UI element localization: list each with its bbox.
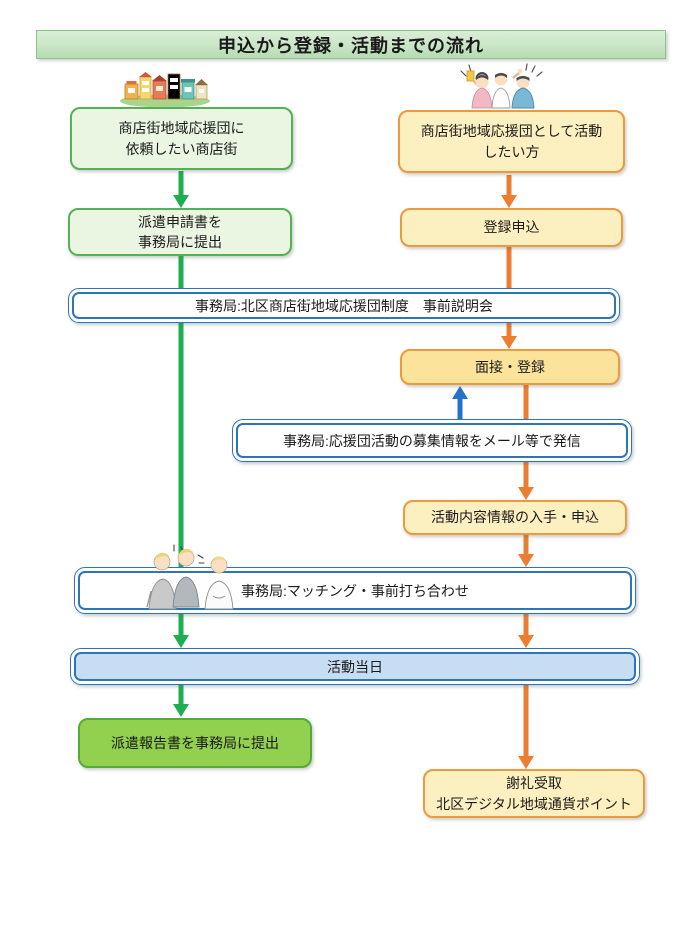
arrow-shaft	[506, 175, 512, 197]
arrow-shaft	[178, 256, 184, 637]
box-briefing: 事務局:北区商店街地域応援団制度 事前説明会	[68, 288, 620, 323]
box-text: 派遣申請書を 事務局に提出	[138, 212, 222, 253]
arrow-shaft	[178, 685, 184, 706]
box-label: 事務局:マッチング・事前打ち合わせ	[241, 582, 469, 599]
arrow-head-icon	[501, 195, 517, 208]
arrow-orange-matching-to-activity-day	[518, 614, 534, 648]
arrow-shaft	[523, 614, 529, 637]
box-line1: 謝礼受取	[505, 775, 562, 792]
arrow-green-shotengai-to-dispatch	[173, 171, 189, 208]
box-registration-apply: 登録申込	[400, 208, 623, 247]
box-label: 面接・登録	[475, 358, 545, 375]
box-interview: 面接・登録	[400, 349, 620, 385]
meeting-people-icon	[146, 544, 234, 610]
arrow-green-dispatch-to-activity-day	[173, 256, 189, 648]
cheering-people-illustration	[455, 63, 545, 115]
box-shotengai-actor: 商店街地域応援団に 依頼したい商店街	[70, 107, 293, 170]
arrow-orange-volunteer-to-apply	[501, 175, 517, 208]
box-line2: したい方	[483, 143, 540, 160]
box-recruitment-info: 事務局:応援団活動の募集情報をメール等で発信	[232, 419, 632, 462]
box-line1: 派遣申請書を	[138, 213, 222, 230]
box-activity-info: 活動内容情報の入手・申込	[403, 500, 627, 535]
box-line2: 事務局に提出	[138, 234, 222, 250]
arrow-head-icon	[518, 756, 534, 769]
box-line1: 商店街地域応援団として活動	[420, 123, 603, 140]
page-title: 申込から登録・活動までの流れ	[36, 30, 666, 59]
box-text: 商店街地域応援団に 依頼したい商店街	[119, 118, 245, 159]
arrow-blue-recruitment-to-interview	[452, 386, 468, 419]
arrow-orange-activity-day-to-reward	[518, 685, 534, 769]
arrow-shaft	[457, 397, 463, 419]
box-text: 謝礼受取 北区デジタル地域通貨ポイント	[436, 773, 632, 814]
box-dispatch-report: 派遣報告書を事務局に提出	[78, 718, 312, 768]
arrow-head-icon	[173, 704, 189, 717]
box-label: 活動当日	[327, 658, 383, 675]
box-recruitment-info-inner: 事務局:応援団活動の募集情報をメール等で発信	[236, 423, 628, 458]
box-label: 事務局:応援団活動の募集情報をメール等で発信	[283, 432, 581, 449]
arrow-head-icon	[173, 635, 189, 648]
arrow-head-icon	[518, 554, 534, 567]
box-line2: 北区デジタル地域通貨ポイント	[436, 795, 632, 812]
box-dispatch-request: 派遣申請書を 事務局に提出	[68, 208, 292, 256]
box-reward: 謝礼受取 北区デジタル地域通貨ポイント	[423, 769, 645, 818]
arrow-shaft	[523, 535, 529, 556]
arrow-green-activity-day-to-report	[173, 685, 189, 717]
arrow-head-icon	[173, 195, 189, 208]
box-label: 活動内容情報の入手・申込	[431, 509, 599, 526]
shopping-street-illustration	[118, 69, 213, 112]
box-label: 派遣報告書を事務局に提出	[111, 734, 279, 751]
arrow-head-icon	[518, 487, 534, 500]
arrow-head-icon	[452, 386, 468, 399]
box-activity-day: 活動当日	[70, 648, 640, 685]
arrow-head-icon	[501, 336, 517, 349]
box-briefing-inner: 事務局:北区商店街地域応援団制度 事前説明会	[72, 292, 616, 319]
cheering-people-icon	[460, 63, 543, 109]
meeting-people-illustration	[143, 541, 235, 616]
box-label: 登録申込	[483, 219, 540, 236]
box-line1: 商店街地域応援団に	[118, 120, 245, 137]
box-activity-day-inner: 活動当日	[74, 652, 636, 681]
box-line2: 依頼したい商店街	[125, 140, 238, 157]
box-text: 商店街地域応援団として活動 したい方	[421, 121, 603, 162]
arrow-orange-activity-info-to-matching	[518, 535, 534, 567]
arrow-head-icon	[518, 635, 534, 648]
box-label: 事務局:北区商店街地域応援団制度 事前説明会	[195, 297, 493, 314]
shopping-street-icon	[120, 72, 210, 108]
box-volunteer-actor: 商店街地域応援団として活動 したい方	[398, 110, 625, 173]
arrow-shaft	[178, 171, 184, 197]
arrow-shaft	[523, 685, 529, 758]
